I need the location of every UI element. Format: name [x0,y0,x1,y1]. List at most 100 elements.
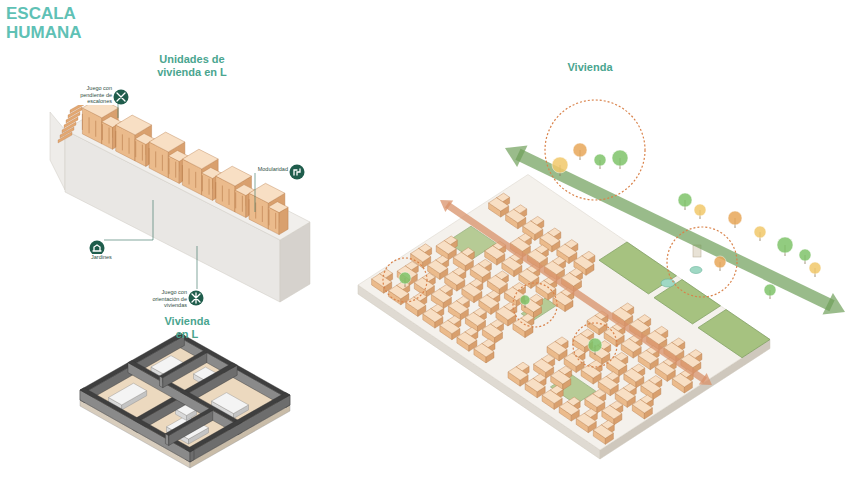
drawing-part [624,368,644,382]
facade-slat [142,145,143,161]
facade-slat [129,138,130,154]
drawing-part [607,357,627,371]
drawing-part [621,339,641,353]
tree-crown [399,272,411,284]
facade-slat [122,134,123,150]
drawing-part [482,324,502,338]
facade-slat [135,141,136,157]
drawing-part [638,350,658,363]
drawing-part [557,244,577,257]
drawing-part [655,362,675,376]
board-title: ESCALA HUMANA [6,4,88,42]
drawing-part [80,388,194,452]
tree-crown [612,150,628,166]
green-zone [698,310,770,358]
facade-slat [102,124,103,140]
callout-label: Juego con pendiente de escalones [67,85,113,105]
drawing-part [411,248,431,262]
tree-crown [694,204,706,216]
drawing-part [160,376,163,388]
drawing-part [513,318,533,332]
facade-slat [262,206,263,222]
facade-slat [155,151,156,167]
icon-disc [189,291,204,306]
facade-slat [189,168,190,184]
drawing-part [453,252,473,265]
leader-line [255,170,256,212]
leader-line [104,200,153,240]
water-tank [661,279,675,287]
drawing-part [553,292,573,306]
facade-slat [209,179,210,195]
drawing-part [547,341,567,355]
icon-circle [188,290,204,306]
drawing-part [602,405,622,419]
callout-label: Modularidad [249,166,289,173]
terrain [50,112,65,190]
icon-disc [114,90,129,105]
tree-crown [573,143,587,157]
facade-slat [255,203,256,219]
facade-slat [242,196,243,212]
water-tank [690,267,702,274]
drawing-part [182,149,218,169]
facade-slat [229,189,230,205]
drawing-part [160,351,207,378]
callout-label: Juego con orientación de viviendas [146,289,188,309]
facade-slat [249,199,250,215]
facade-slat [109,128,110,144]
focus-circle [545,100,645,200]
drawing-part [436,241,456,254]
facade-slat [95,121,96,137]
facade-slat [169,158,170,174]
drawing-part [508,367,528,380]
drawing-part [536,281,556,295]
section-heading: Unidades de vivienda en L [145,53,239,79]
drawing-part [615,388,635,402]
drawing-part [165,409,212,436]
drawing-part [641,380,661,393]
focus-circle [513,283,557,327]
drawing-part [487,275,507,289]
drawing-part [372,274,392,287]
facade-slat [115,131,116,147]
drawing-part [551,371,571,385]
callout-label: Jardines [90,254,122,261]
drawing-part [593,425,613,438]
drawing-part [470,264,490,278]
facade-slat [215,182,216,198]
tree-crown [799,249,811,261]
drawing-part [423,309,443,323]
drawing-part [564,353,584,367]
drawing-part [489,198,509,211]
tree-crown [754,226,766,238]
arrow-head [823,293,846,315]
drawing-part [559,402,579,416]
drawing-part [465,312,485,326]
tree-crown [552,157,568,173]
drawing-part [431,289,451,303]
callout-icon: Modularidad [289,164,305,180]
green-zone [599,242,677,294]
facade-slat [182,165,183,181]
drawing-part [149,132,185,152]
drawing-part [485,246,505,259]
drawing-part [519,269,539,283]
drawing-part [268,202,288,213]
drawing-part [216,166,252,186]
green-zone [654,280,721,324]
callout-icon: Juego con pendiente de escalones [113,89,129,105]
drawing-part [542,390,562,403]
icon-glyph [294,169,300,175]
tree-crown [809,262,821,274]
tree-crown [764,284,776,296]
drawing-part [109,383,147,405]
drawing-part [632,400,652,414]
drawing-part [80,390,190,462]
drawing-part [587,315,607,329]
drawing-part [414,278,434,292]
focus-circle [667,227,737,297]
tree-crown [594,154,606,166]
facade-slat [175,162,176,178]
